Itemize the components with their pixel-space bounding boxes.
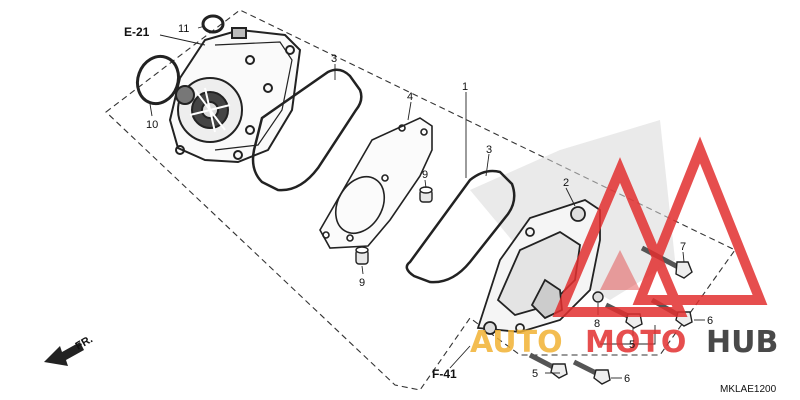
leader-lines — [149, 25, 705, 379]
watermark-word-moto: MOTO — [585, 325, 686, 360]
callout-8: 8 — [594, 318, 600, 330]
bolt-5-lower — [528, 352, 568, 379]
watermark-word-hub: HUB — [706, 325, 778, 360]
gasket-upper — [251, 68, 363, 192]
bolt-6-lower — [572, 359, 611, 385]
sealing-washer — [592, 291, 604, 303]
front-arrow-label: FR. — [74, 333, 95, 352]
water-pump-body — [168, 27, 302, 164]
watermark: AUTO MOTO HUB — [470, 136, 778, 360]
callout-2: 2 — [563, 177, 569, 189]
callout-3-lower: 3 — [486, 144, 492, 156]
reference-e21: E-21 — [124, 25, 150, 39]
o-ring-small — [201, 14, 225, 34]
gasket-lower — [405, 169, 516, 284]
callout-10: 10 — [146, 119, 158, 131]
diagram-code: MKLAE1200 — [720, 384, 777, 395]
watermark-triangle-left — [552, 157, 688, 317]
callout-7: 7 — [680, 241, 686, 253]
watermark-triangle-right — [632, 136, 768, 305]
callout-4: 4 — [407, 91, 413, 103]
reference-f41: F-41 — [432, 367, 457, 381]
callout-9-lower: 9 — [359, 277, 365, 289]
watermark-word-auto: AUTO — [470, 325, 563, 360]
callout-9-upper: 9 — [422, 169, 428, 181]
dowel-pin-lower — [355, 246, 369, 265]
pump-plate — [319, 117, 433, 249]
dowel-pin-upper — [419, 186, 433, 203]
front-arrow: FR. — [44, 333, 95, 366]
callout-11: 11 — [178, 23, 189, 35]
callout-3-upper: 3 — [331, 53, 337, 65]
callout-5-upper: 5 — [629, 339, 635, 351]
assembly-boundary — [105, 9, 736, 391]
o-ring-large — [135, 54, 181, 106]
callout-5-lower: 5 — [532, 368, 538, 380]
callout-6-upper: 6 — [707, 315, 713, 327]
callout-1: 1 — [462, 81, 468, 93]
callout-6-lower: 6 — [624, 373, 630, 385]
